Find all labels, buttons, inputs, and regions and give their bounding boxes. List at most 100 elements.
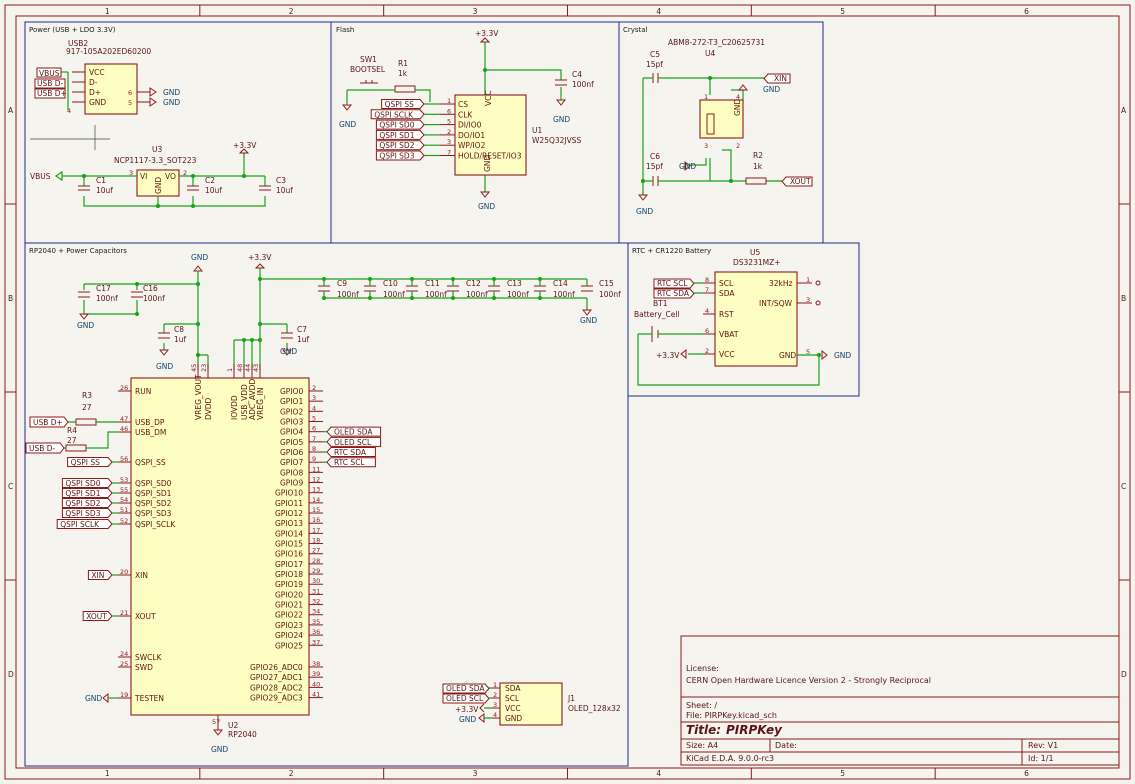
usb-pin-dm: D- (89, 78, 98, 87)
flash-pin-name: DI/IO0 (458, 121, 482, 130)
rp-net-label-box[interactable] (56, 519, 113, 529)
flash-net-label-box[interactable] (375, 150, 425, 161)
flash-net-label: QSPI SS (385, 100, 415, 109)
flash-pin-num: 2 (447, 128, 451, 136)
mcu-right-pin-name: GPIO21 (275, 601, 303, 610)
c7-val: 1uf (297, 335, 310, 344)
mcu-right-pin-name: GPIO15 (275, 540, 303, 549)
crystal-gnd-3: GND (763, 85, 780, 94)
rp-right-net-label-box[interactable] (326, 447, 376, 458)
sheet-date: Date: (775, 741, 797, 750)
mcu-left-pin-name: QSPI_SD2 (135, 499, 172, 508)
oled-gnd: GND (459, 715, 476, 724)
rtc-ic-symbol[interactable] (714, 271, 798, 367)
oled-scl-label: OLED SCL (446, 694, 484, 703)
r1-symbol[interactable] (394, 85, 416, 93)
usb-dp-label-box[interactable] (34, 88, 66, 99)
rp-right-net-label-box[interactable] (326, 426, 382, 437)
crystal-section: ABM8-272-T3_C20625731 U4 C5 15pf GND GND… (636, 38, 813, 216)
regulator-symbol[interactable] (136, 169, 180, 197)
rp-right-net-label: OLED SCL (334, 438, 372, 447)
mcu-left-pin-num: 26 (120, 384, 128, 392)
flash-net-label-box[interactable] (381, 99, 425, 109)
mcu-right-pin-num: 35 (312, 618, 320, 626)
oled-sda-label: OLED SDA (446, 684, 485, 693)
mcu-right-pin-name: GPIO19 (275, 580, 303, 589)
flash-ic-symbol[interactable] (454, 94, 527, 176)
col-label-top: 6 (1024, 7, 1029, 16)
mcu-top-pin-name: USB_VDD (240, 384, 249, 420)
rp-net-label-box[interactable] (87, 570, 113, 580)
mcu-right-pin-name: GPIO29_ADC3 (250, 694, 303, 703)
rtc-left-pin-num: 4 (705, 307, 709, 315)
rp-net-label-box[interactable] (61, 498, 113, 508)
r3-symbol[interactable] (75, 418, 97, 426)
mcu-pin-57: 57 (212, 718, 220, 726)
crystal-gnd-2: GND (679, 162, 696, 171)
vbus-rail-label: VBUS (30, 172, 51, 181)
col-label-bottom: 1 (105, 769, 110, 778)
rp-net-label-box[interactable] (67, 457, 113, 467)
c6-ref: C6 (650, 152, 660, 161)
mcu-right-pin-num: 13 (312, 486, 320, 494)
rp-net-label: QSPI SCLK (60, 520, 100, 529)
usb-dm-label-box[interactable] (34, 78, 66, 89)
rtc-right-pin-name: INT/SQW (759, 299, 793, 308)
vbus-label: VBUS (39, 69, 60, 78)
mcu-right-pin-num: 17 (312, 526, 320, 534)
r2-val: 1k (753, 162, 763, 171)
rp-net-label-box[interactable] (61, 508, 113, 518)
mcu-top-pin-num: 44 (244, 364, 252, 372)
c8-val: 1uf (174, 335, 187, 344)
rp-gnd-c17: GND (77, 321, 94, 330)
rp-net-label-box[interactable] (61, 488, 113, 498)
rp2040-symbol[interactable] (130, 377, 310, 716)
flash-net-label-box[interactable] (375, 140, 425, 151)
flash-gnd-pin: GND (483, 155, 492, 172)
rtc-left-pin-num: 6 (705, 327, 709, 335)
rp-net-label: XIN (91, 571, 104, 580)
mcu-left-pin-name: SWD (135, 663, 153, 672)
r4-ref: R4 (67, 426, 77, 435)
page-title: PIRPKey (726, 723, 783, 737)
row-label-right: D (1121, 670, 1127, 679)
flash-net-label-box[interactable] (375, 129, 425, 140)
flash-part: W25Q32JVSS (532, 136, 582, 145)
rp-right-net-label-box[interactable] (326, 436, 382, 447)
mcu-left-pin-num: 20 (120, 568, 128, 576)
mcu-top-pin-name: VREG_IN (256, 388, 265, 420)
reg-3v3-label: +3.3V (233, 141, 257, 150)
rail-cap-val: 100nf (466, 290, 488, 299)
rp-right-net-label: RTC SDA (334, 448, 367, 457)
mcu-right-pin-num: 2 (312, 384, 316, 392)
sheet-path: Sheet: / (686, 701, 717, 710)
crystal-pin-1: 1 (704, 93, 708, 101)
mcu-left-pin-num: 51 (120, 506, 128, 514)
usb-connector-symbol[interactable] (84, 63, 138, 115)
c5-ref: C5 (650, 50, 660, 59)
mcu-right-pin-num: 37 (312, 638, 320, 646)
mcu-left-pin-name: TESTEN (134, 694, 164, 703)
r4-symbol[interactable] (65, 444, 87, 452)
flash-pin-num: 5 (447, 118, 451, 126)
oled-connector-symbol[interactable] (499, 682, 563, 726)
rp-net-label-box[interactable] (61, 478, 113, 488)
col-label-bottom: 5 (840, 769, 845, 778)
flash-net-label-box[interactable] (375, 119, 425, 130)
rp-usb-dm-label: USB D- (29, 444, 56, 453)
rail-cap-ref: C10 (383, 279, 398, 288)
rp-net-label-box[interactable] (82, 611, 113, 621)
r2-symbol[interactable] (745, 177, 767, 185)
c16-ref: C16 (143, 284, 158, 293)
mcu-right-pin-name: GPIO23 (275, 621, 303, 630)
flash-net-label-box[interactable] (370, 109, 425, 120)
mcu-right-pin-name: GPIO2 (280, 407, 303, 416)
mcu-right-pin-name: GPIO26_ADC0 (250, 663, 303, 672)
rp-right-net-label: OLED SDA (334, 428, 373, 437)
flash-net-label: QSPI SD1 (379, 131, 414, 140)
rp-right-net-label-box[interactable] (326, 457, 376, 468)
mcu-ref: U2 (228, 721, 238, 730)
reg-vo: VO (165, 172, 176, 181)
